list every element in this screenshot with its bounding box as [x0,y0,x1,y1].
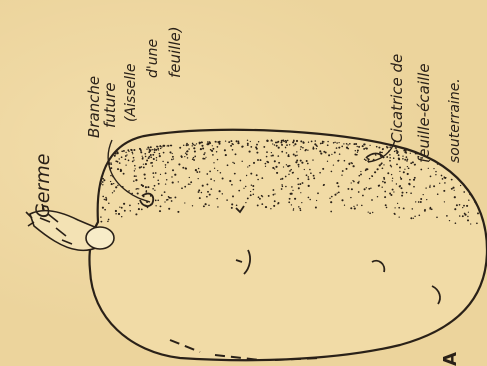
label-cicatrice-line-1: Cicatrice de [390,54,405,143]
label-cicatrice-line-3: souterraine. [448,78,462,163]
figure-letter: A [442,352,460,366]
label-branche-line-5: feuille) [168,26,183,78]
label-branche-line-2: future [103,82,118,128]
label-branche-line-1: Branche [87,76,102,138]
label-germe: Germe [34,154,53,218]
label-branche-line-4: d'une [146,39,160,78]
label-branche-line-3: (Aisselle [124,63,138,122]
tuber-body [89,130,487,360]
label-cicatrice-line-2: feuille-écaille [417,63,432,163]
